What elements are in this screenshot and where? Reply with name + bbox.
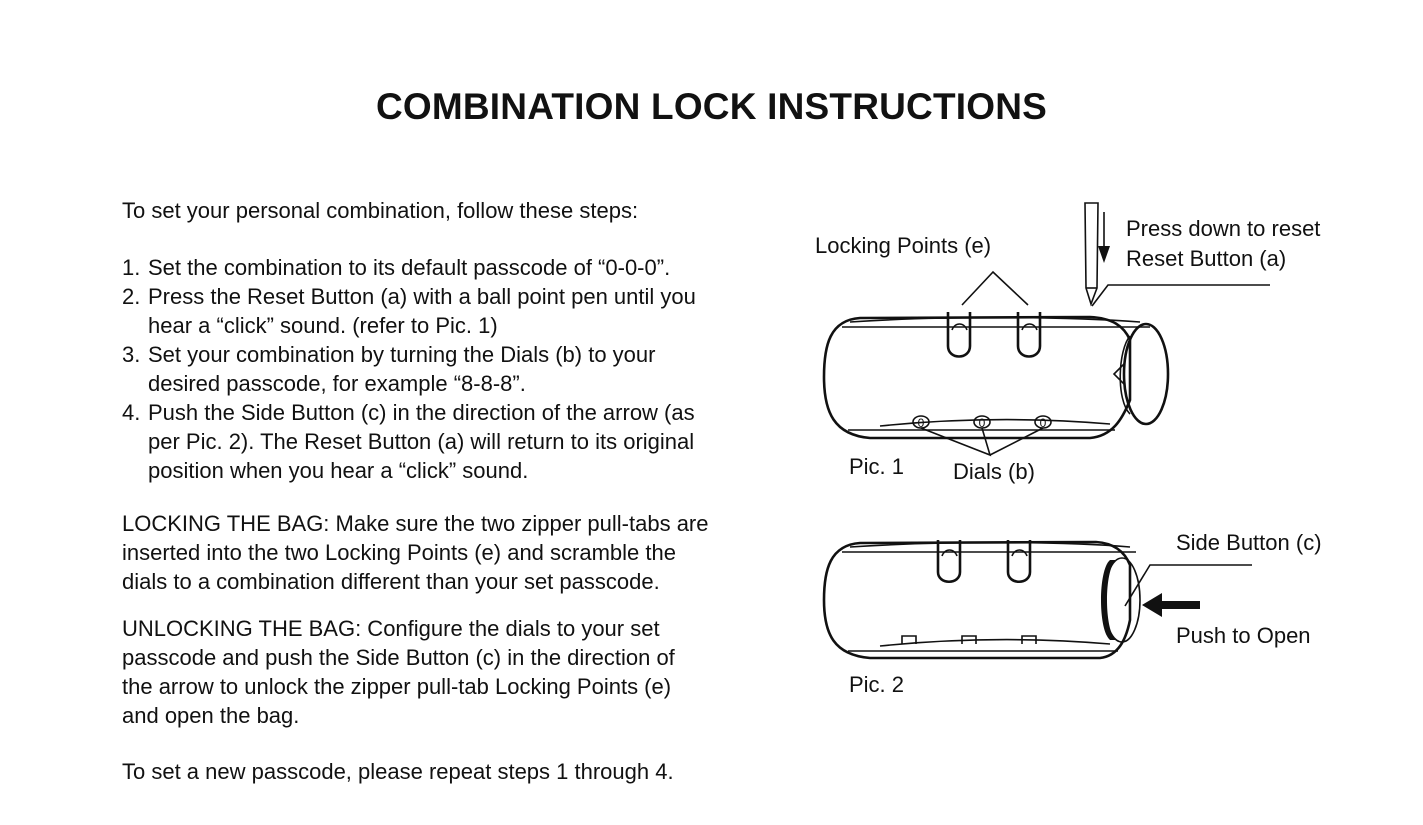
step-line: Set the combination to its default passc…	[148, 255, 671, 280]
step-item: 3. Set your combination by turning the D…	[122, 340, 788, 398]
pic1-diagram: Locking Points (e) Press down to reset R…	[815, 202, 1320, 484]
step-line: desired passcode, for example “8-8-8”.	[148, 371, 526, 396]
side-button-label: Side Button (c)	[1176, 530, 1322, 555]
dials-label: Dials (b)	[953, 459, 1035, 484]
page-title: COMBINATION LOCK INSTRUCTIONS	[375, 86, 1048, 127]
step-number: 1.	[122, 255, 141, 280]
press-down-label: Press down to reset	[1126, 216, 1320, 241]
lock-body-pic1: 0 0 0	[822, 312, 1170, 440]
paragraph-line: the arrow to unlock the zipper pull-tab …	[122, 674, 672, 699]
step-line: Press the Reset Button (a) with a ball p…	[148, 284, 696, 309]
step-number: 4.	[122, 400, 141, 425]
locking-paragraph: LOCKING THE BAG: Make sure the two zippe…	[122, 509, 782, 596]
pic1-caption: Pic. 1	[849, 454, 904, 479]
paragraph-line: dials to a combination different than yo…	[122, 569, 660, 594]
paragraph-line: LOCKING THE BAG: Make sure the two zippe…	[122, 511, 709, 536]
step-number: 3.	[122, 342, 141, 367]
pic2-caption: Pic. 2	[849, 672, 904, 697]
step-line: position when you hear a “click” sound.	[148, 458, 529, 483]
step-line: Push the Side Button (c) in the directio…	[148, 400, 695, 425]
dial-icon: 0	[1034, 415, 1052, 430]
push-to-open-label: Push to Open	[1176, 623, 1311, 648]
paragraph-line: inserted into the two Locking Points (e)…	[122, 540, 676, 565]
svg-text:0: 0	[918, 416, 925, 430]
svg-text:0: 0	[1040, 416, 1047, 430]
locking-points-pointer	[961, 270, 1029, 306]
repeat-note: To set a new passcode, please repeat ste…	[122, 759, 674, 784]
pen-icon	[1084, 202, 1099, 307]
step-number: 2.	[122, 284, 141, 309]
step-item: 2. Press the Reset Button (a) with a bal…	[122, 282, 788, 340]
side-button-leader	[1124, 564, 1252, 607]
steps-list: 1. Set the combination to its default pa…	[122, 253, 788, 485]
dial-icon	[961, 635, 977, 644]
lock-body-pic2	[822, 540, 1141, 660]
unlocking-paragraph: UNLOCKING THE BAG: Configure the dials t…	[122, 614, 782, 730]
step-item: 4. Push the Side Button (c) in the direc…	[122, 398, 788, 485]
svg-text:0: 0	[979, 416, 986, 430]
step-line: hear a “click” sound. (refer to Pic. 1)	[148, 313, 498, 338]
dials-pointer	[920, 427, 1044, 457]
step-item: 1. Set the combination to its default pa…	[122, 253, 788, 282]
pic2-diagram: Side Button (c) Push to Open Pic. 2	[822, 530, 1322, 697]
dial-icon	[1021, 635, 1037, 644]
paragraph-line: and open the bag.	[122, 703, 300, 728]
step-line: Set your combination by turning the Dial…	[148, 342, 656, 367]
paragraph-line: UNLOCKING THE BAG: Configure the dials t…	[122, 616, 660, 641]
dial-icon	[901, 635, 917, 644]
reset-button-leader	[1091, 284, 1270, 307]
dial-icon: 0	[973, 415, 991, 430]
reset-button-label: Reset Button (a)	[1126, 246, 1286, 271]
triangle-arrow-icon	[1112, 362, 1125, 386]
intro-text: To set your personal combination, follow…	[122, 198, 639, 223]
locking-points-label: Locking Points (e)	[815, 233, 991, 258]
step-line: per Pic. 2). The Reset Button (a) will r…	[148, 429, 695, 454]
arrow-down-icon	[1098, 212, 1110, 263]
paragraph-line: passcode and push the Side Button (c) in…	[122, 645, 675, 670]
arrow-left-icon	[1142, 593, 1200, 617]
